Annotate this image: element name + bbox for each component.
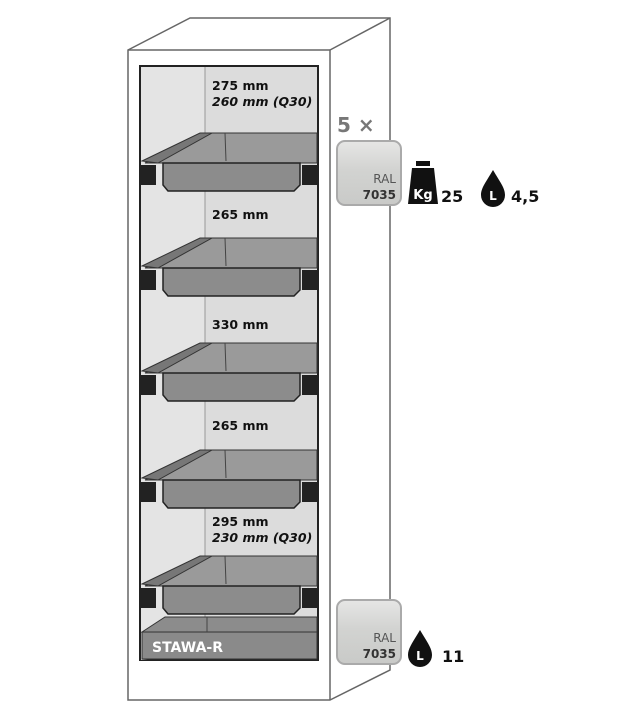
tray-front	[162, 479, 301, 509]
right-bracket	[302, 165, 318, 185]
droplet-icon: L	[408, 630, 432, 667]
left-bracket	[140, 482, 156, 502]
compartment-labels: 275 mm 260 mm (Q30) 265 mm 330 mm 265 mm…	[212, 78, 312, 545]
svg-text:L: L	[489, 189, 497, 203]
svg-text:Kg: Kg	[413, 188, 432, 203]
ral-swatch-shelf	[336, 140, 402, 206]
compartment-1-alt-height: 260 mm (Q30)	[212, 94, 312, 109]
ral-label: RAL	[373, 172, 396, 186]
right-bracket	[302, 482, 318, 502]
shelf-quantity: 5 ×	[337, 113, 375, 137]
weight-icon: Kg	[408, 161, 438, 204]
shelf-tray	[140, 342, 318, 402]
tray-front	[162, 585, 301, 615]
shelf-volume: 4,5	[511, 187, 539, 206]
right-bracket	[302, 270, 318, 290]
compartment-5-height: 295 mm	[212, 514, 269, 529]
left-bracket	[140, 588, 156, 608]
left-bracket	[140, 270, 156, 290]
left-bracket	[140, 375, 156, 395]
shelf-tray	[140, 237, 318, 297]
shelf-load: 25	[441, 187, 463, 206]
left-bracket	[140, 165, 156, 185]
shelf-tray	[140, 132, 318, 192]
tray-front	[162, 267, 301, 297]
sump-volume: 11	[442, 647, 464, 666]
compartment-2-height: 265 mm	[212, 207, 269, 222]
tray-front	[162, 162, 301, 192]
shelf-info: 5 × RAL 7035 Kg 25 L 4,5	[336, 113, 539, 207]
tray-front	[162, 372, 301, 402]
ral-swatch-sump	[336, 599, 402, 665]
shelves	[140, 132, 318, 615]
droplet-icon: L	[481, 170, 505, 207]
ral-code: 7035	[363, 188, 396, 202]
sump-info: RAL 7035 L 11	[336, 599, 464, 667]
base-sump: STAWA-R	[140, 616, 318, 660]
compartment-5-alt-height: 230 mm (Q30)	[212, 530, 312, 545]
model-label: STAWA-R	[152, 640, 223, 656]
right-bracket	[302, 588, 318, 608]
ral-label: RAL	[373, 631, 396, 645]
shelf-tray	[140, 555, 318, 615]
svg-text:L: L	[416, 649, 424, 663]
ral-code: 7035	[363, 647, 396, 661]
compartment-1-height: 275 mm	[212, 78, 269, 93]
compartment-3-height: 330 mm	[212, 317, 269, 332]
right-bracket	[302, 375, 318, 395]
shelf-tray	[140, 449, 318, 509]
compartment-4-height: 265 mm	[212, 418, 269, 433]
